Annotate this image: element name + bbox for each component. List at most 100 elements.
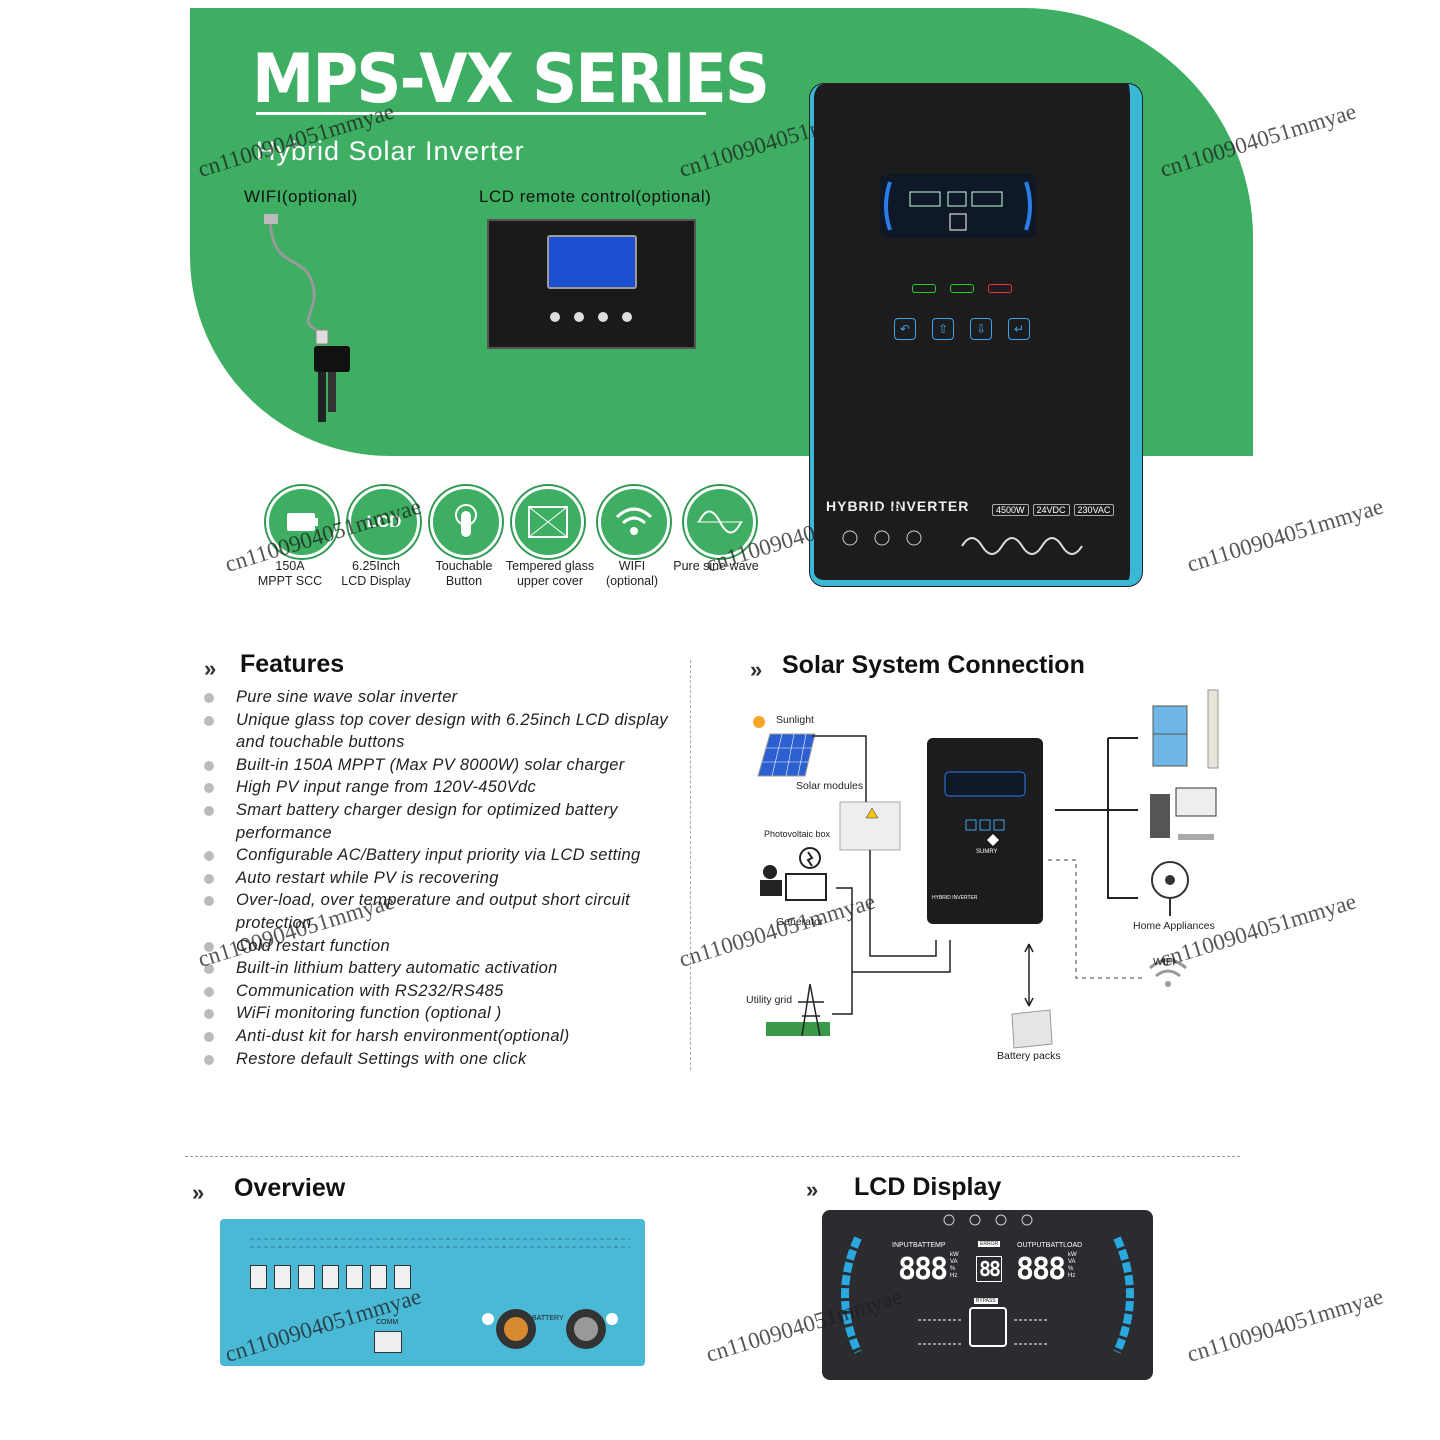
vertical-divider [690,660,691,1070]
connection-diagram [753,689,1219,1049]
inverter-brand-label: HYBRID INVERTER [826,498,970,514]
wifi-icon [598,486,670,558]
inverter-down-button: ⇩ [970,318,992,340]
home-appliances-label: Home Appliances [1133,920,1215,932]
lcd-input-digits: 888 [898,1252,948,1287]
generator-icon [760,847,827,901]
sine-wave-icon [684,486,756,558]
sunlight-label: Sunlight [776,714,814,726]
protection-icons [842,530,922,546]
wifi-label: WIFI(optional) [244,187,358,206]
fridge-icon [1152,705,1188,767]
mini-brand-label: SUMRY [976,849,998,855]
comm-port [374,1331,402,1353]
watermark: cn1100904051mmyae [1184,1283,1386,1367]
features-chevron-icon: » [204,656,217,681]
generator-label: Generator [776,916,824,928]
inverter-display [880,174,1036,238]
title-underline [256,112,706,115]
fan-icon [1151,861,1189,916]
inverter-enter-button: ↵ [1008,318,1030,340]
solar-modules-label: Solar modules [796,780,864,792]
features-list: Pure sine wave solar inverter Unique gla… [204,686,694,1070]
glass-label-2: upper cover [516,574,583,588]
touch-label-1: Touchable [435,559,493,573]
feature-sine [684,486,756,558]
solar-panel-icon [757,733,816,777]
remote-buttons [550,312,632,322]
battery-label: BATTERY [532,1315,564,1322]
glass-icon [512,486,584,558]
lcd-error-label: ERROR [978,1241,1001,1247]
feature-touch [430,486,502,558]
feature-item: Built-in lithium battery automatic activ… [204,957,694,980]
feature-item: High PV input range from 120V-450Vdc [204,776,694,799]
pv-box-label: Photovoltaic box [764,829,831,839]
page-title: MPS-VX SERIES [252,40,770,119]
lcd-arcs [841,1214,1134,1354]
sun-icon [753,716,765,728]
touch-label-2: Button [445,574,483,588]
lcd-display-panel: INPUTBATTEMP OUTPUTBATTLOAD ERROR BYPASS… [822,1210,1153,1380]
mppt-label-2: MPPT SCC [257,574,323,588]
overview-chevron-icon: » [192,1180,205,1205]
feature-item: Restore default Settings with one click [204,1048,694,1071]
sine-wave-graphic [961,537,1083,555]
lcd-output-digits: 888 [1016,1252,1066,1287]
spec-dc: 24VDC [1032,504,1070,516]
feature-lcd: LCD [348,486,420,558]
horizontal-divider [185,1156,1240,1157]
feature-item: Anti-dust kit for harsh environment(opti… [204,1025,694,1048]
feature-glass [512,486,584,558]
wifi-label-1: WIFI [618,559,646,573]
lcd-remote-control-image [487,219,696,349]
spec-power: 4500W [992,504,1029,516]
battery-terminals [482,1309,618,1349]
glass-label-1: Tempered glass [505,559,595,573]
terminal-block [250,1265,411,1289]
spec-ac: 230VAC [1073,504,1115,516]
feature-item: Unique glass top cover design with 6.25i… [204,709,694,754]
utility-grid-icon [766,983,830,1037]
water-heater-icon [1207,689,1219,769]
inverter-image: ↶ ⇧ ⇩ ↵ HYBRID INVERTER 4500W 24VDC 230V… [810,84,1142,586]
mini-inverter-label: HYBRID INVERTER [932,895,978,901]
lcd-label-1: 6.25Inch [352,559,400,573]
watermark: cn1100904051mmyae [1184,493,1386,577]
feature-mppt [266,486,338,558]
inverter-buttons: ↶ ⇧ ⇩ ↵ [894,318,1030,340]
lcd-icon: LCD [348,486,420,558]
feature-item: Built-in 150A MPPT (Max PV 8000W) solar … [204,754,694,777]
pv-box-icon [839,801,901,851]
ventilation-grille [250,1238,630,1248]
inverter-up-button: ⇧ [932,318,954,340]
lcd-label-2: LCD Display [341,574,411,588]
feature-item: Smart battery charger design for optimiz… [204,799,694,844]
lcd-mid-digits: 88 [976,1256,1003,1282]
feature-item: Communication with RS232/RS485 [204,980,694,1003]
wifi-dongle-image [264,214,350,422]
lcd-input-label: INPUTBATTEMP [892,1242,946,1249]
page-subtitle: Hybrid Solar Inverter [256,136,525,166]
connection-chevron-icon: » [750,657,763,682]
battery-pack-icon [1011,1009,1053,1049]
wifi-label-2: (optional) [605,574,659,588]
connection-heading: Solar System Connection [782,651,1085,679]
mppt-label-1: 150A [275,559,305,573]
lcd-bypass-label: BYPASS [974,1298,998,1304]
lcd-display-heading: LCD Display [854,1173,1002,1201]
feature-item: Pure sine wave solar inverter [204,686,694,709]
lcd-remote-label: LCD remote control(optional) [479,187,712,206]
feature-item: WiFi monitoring function (optional ) [204,1002,694,1025]
features-heading: Features [240,650,345,678]
comm-label: COMM [376,1319,399,1326]
feature-item: Cold restart function [204,935,694,958]
feature-item: Configurable AC/Battery input priority v… [204,844,694,867]
mini-inverter-icon [927,738,1043,924]
remote-lcd-screen [547,235,637,289]
feature-item: Auto restart while PV is recovering [204,867,694,890]
wifi-diagram-label: WIFI [1153,956,1176,968]
battery-icon [266,486,338,558]
